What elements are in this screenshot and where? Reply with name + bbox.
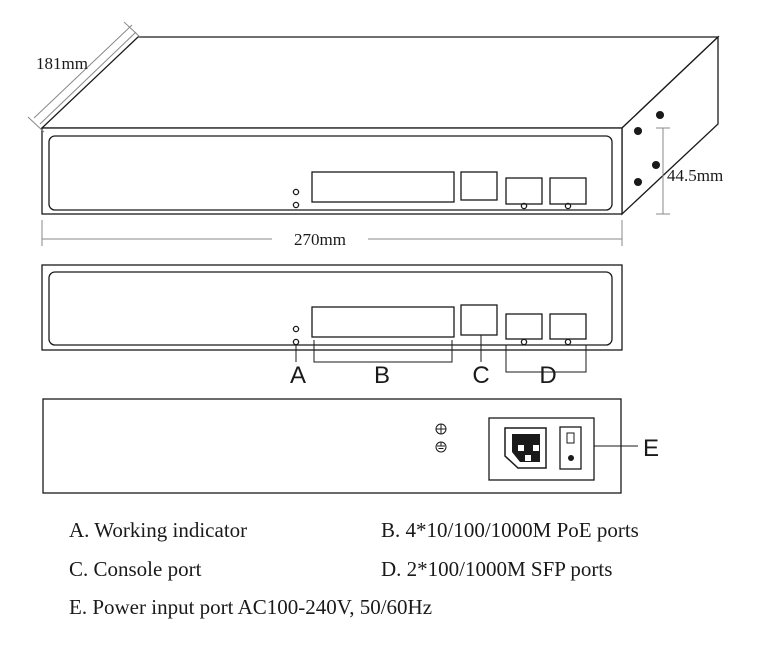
mounting-hole-icon [651, 160, 661, 170]
callout-e: E [643, 435, 659, 462]
legend-console-port: C. Console port [69, 557, 202, 581]
front-panel-inner [48, 135, 613, 211]
indicator-led-icon [292, 188, 300, 196]
sfp-led-icon [520, 202, 528, 210]
callout-c: C [472, 362, 489, 389]
height-label: 44.5mm [667, 166, 723, 185]
sfp-port [505, 313, 543, 340]
rear-view [42, 398, 622, 494]
width-label: 270mm [294, 230, 346, 249]
sfp-port [549, 313, 587, 340]
height-dimension [656, 127, 670, 215]
poe-ports-block [311, 171, 455, 203]
front-view-inner [48, 271, 613, 346]
mounting-hole-icon [633, 126, 643, 136]
legend-poe-ports: B. 4*10/100/1000M PoE ports [381, 518, 639, 542]
power-module [488, 417, 595, 481]
isometric-view [40, 35, 720, 216]
mounting-hole-icon [633, 177, 643, 187]
power-switch [559, 426, 582, 470]
legend-working-indicator: A. Working indicator [69, 518, 248, 542]
sfp-led-icon [564, 338, 572, 346]
callout-d: D [539, 362, 556, 389]
legend-sfp-ports: D. 2*100/1000M SFP ports [381, 557, 613, 581]
poe-ports-block [311, 306, 455, 338]
mounting-hole-icon [655, 110, 665, 120]
front-face [41, 127, 623, 215]
rear-view-outline [42, 398, 622, 494]
switch-off-mark-icon [568, 455, 574, 461]
callout-a: A [290, 362, 306, 389]
indicator-led-icon [292, 325, 300, 333]
legend-power-input: E. Power input port AC100-240V, 50/60Hz [69, 595, 433, 619]
switch-on-mark-icon [566, 432, 575, 444]
sfp-led-icon [564, 202, 572, 210]
callout-b: B [374, 362, 390, 389]
front-view [41, 264, 623, 351]
power-socket-icon [504, 427, 547, 469]
depth-dimension [27, 21, 141, 133]
console-port [460, 171, 498, 201]
top-face [40, 36, 720, 129]
depth-label: 181mm [36, 54, 88, 73]
width-dimension [41, 220, 623, 246]
indicator-led-icon [292, 338, 300, 346]
front-view-outline [41, 264, 623, 351]
sfp-led-icon [520, 338, 528, 346]
callout-leaders [295, 335, 638, 447]
console-port [460, 304, 498, 336]
indicator-led-icon [292, 201, 300, 209]
